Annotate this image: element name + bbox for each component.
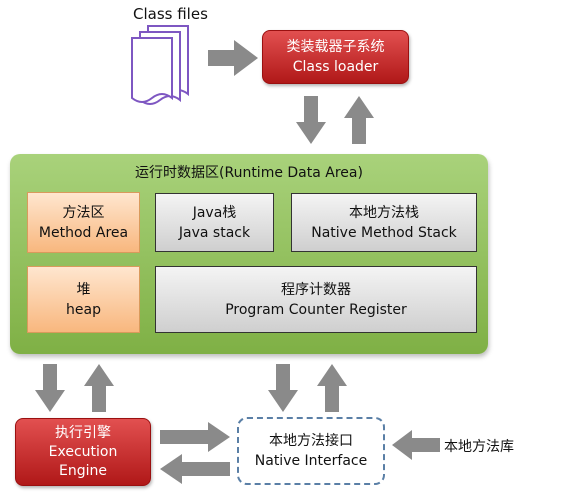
program-counter-register-label-zh: 程序计数器 bbox=[281, 281, 351, 298]
down-arrow-loader-to-runtime bbox=[296, 96, 326, 144]
class-loader-label-zh: 类装载器子系统 bbox=[286, 39, 385, 55]
method-area-box: 方法区 Method Area bbox=[27, 192, 140, 253]
native-library-label: 本地方法库 bbox=[444, 439, 514, 455]
execution-engine-label-zh: 执行引擎 bbox=[55, 424, 111, 441]
right-arrow-engine-to-native-interface bbox=[160, 422, 230, 452]
program-counter-register-label-en: Program Counter Register bbox=[225, 301, 407, 318]
class-files-label: Class files bbox=[133, 5, 208, 23]
class-loader-label-en: Class loader bbox=[292, 59, 379, 75]
method-area-label-en: Method Area bbox=[38, 224, 129, 241]
native-interface-box: 本地方法接口 Native Interface bbox=[237, 417, 385, 485]
left-arrow-library-to-native-interface bbox=[392, 430, 440, 460]
java-stack-label-zh: Java栈 bbox=[192, 204, 237, 221]
up-arrow-native-interface-to-runtime bbox=[317, 364, 347, 412]
class-loader-box: 类装载器子系统 Class loader bbox=[262, 30, 409, 84]
heap-label-zh: 堆 bbox=[76, 281, 91, 298]
native-interface-label-en: Native Interface bbox=[254, 453, 368, 469]
heap-box: 堆 heap bbox=[27, 266, 140, 333]
java-stack-box: Java栈 Java stack bbox=[155, 193, 274, 252]
down-arrow-runtime-to-engine bbox=[35, 364, 65, 412]
up-arrow-engine-to-runtime bbox=[84, 364, 114, 412]
execution-engine-box: 执行引擎 Execution Engine bbox=[15, 418, 151, 486]
execution-engine-label-en-1: Execution bbox=[48, 443, 118, 460]
right-arrow-to-class-loader bbox=[208, 40, 258, 76]
method-area-label-zh: 方法区 bbox=[62, 204, 105, 221]
native-method-stack-label-zh: 本地方法栈 bbox=[349, 204, 419, 221]
runtime-data-area-title: 运行时数据区(Runtime Data Area) bbox=[135, 165, 363, 181]
native-method-stack-label-en: Native Method Stack bbox=[311, 224, 457, 241]
heap-label-en: heap bbox=[66, 301, 101, 318]
up-arrow-runtime-to-loader bbox=[344, 96, 374, 144]
native-interface-label-zh: 本地方法接口 bbox=[269, 433, 353, 449]
left-arrow-native-interface-to-engine bbox=[160, 454, 230, 484]
native-method-stack-box: 本地方法栈 Native Method Stack bbox=[291, 193, 477, 252]
execution-engine-label-en-2: Engine bbox=[59, 462, 107, 479]
program-counter-register-box: 程序计数器 Program Counter Register bbox=[155, 266, 477, 333]
down-arrow-runtime-to-native-interface bbox=[268, 364, 298, 412]
java-stack-label-en: Java stack bbox=[178, 224, 251, 241]
class-files-icon bbox=[131, 25, 189, 105]
